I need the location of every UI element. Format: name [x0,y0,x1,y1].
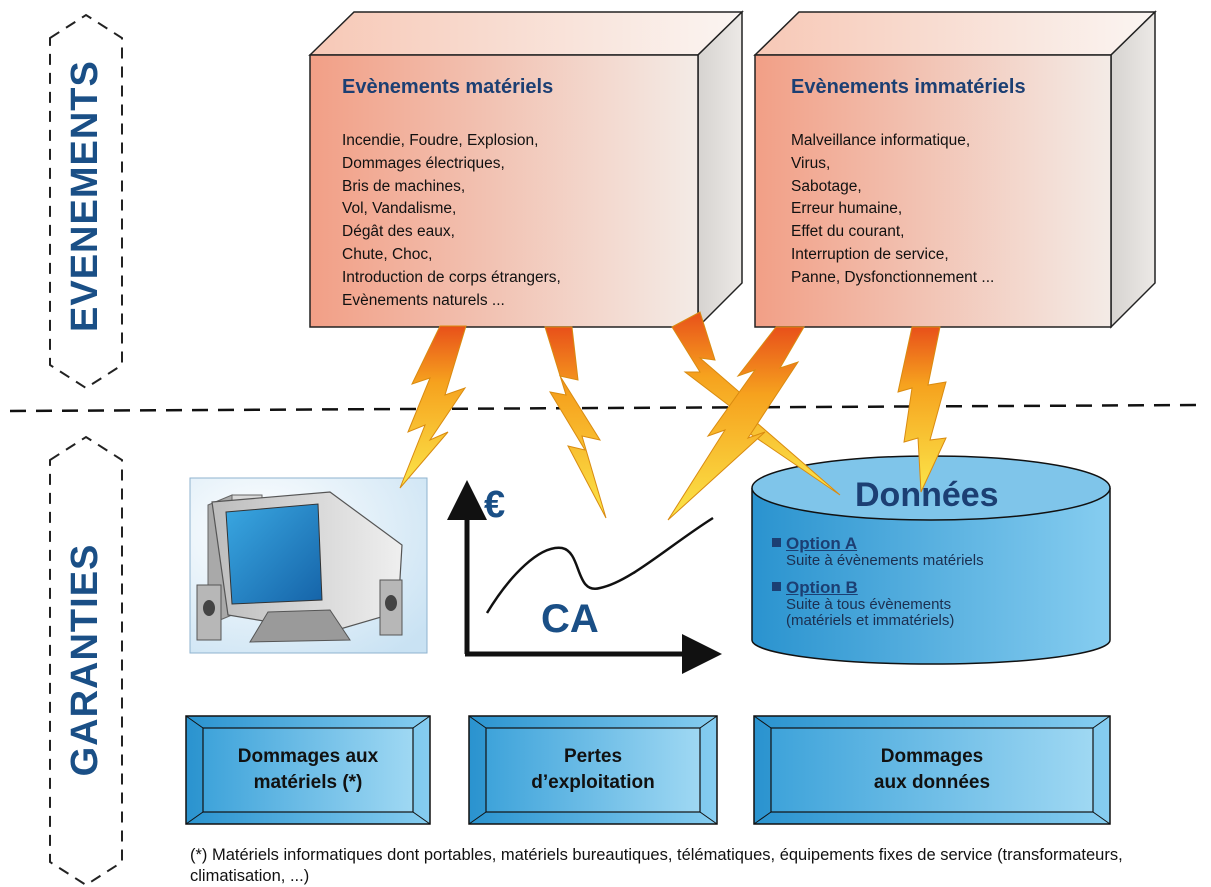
evenements-label: EVENEMENTS [64,60,106,332]
guarantee-data-damage: Dommages aux données [771,728,1093,812]
material-event-item: Bris de machines, [342,177,466,195]
lightning-bolts [399,311,947,521]
material-event-item: Dégât des eaux, [342,223,455,241]
material-event-item: Vol, Vandalisme, [342,200,457,218]
immaterial-event-item: Interruption de service, [791,245,949,263]
ca-label: CA [541,597,599,641]
immaterial-event-item: Panne, Dysfonctionnement ... [791,268,995,286]
guarantee-operating-losses: Pertes d’exploitation [486,728,700,812]
material-event-item: Evènements naturels ... [342,291,505,309]
evenements-frame [49,13,123,390]
separator-line [9,403,1206,413]
option-a: Option A Suite à évènements matériels [772,534,1092,569]
immaterial-event-item: Erreur humaine, [791,200,903,218]
revenue-chart [447,480,722,674]
bolt-1 [399,325,467,489]
revenue-curve [485,516,714,614]
guarantee-box-shapes [185,715,1111,825]
material-events-box [308,10,744,329]
garanties-frame [49,435,123,886]
immaterial-event-item: Malveillance informatique, [791,132,971,149]
bolt-5 [897,326,947,493]
option-a-label: Option A [786,534,858,553]
material-events-title: Evènements matériels [342,76,554,98]
guarantee-material-damage: Dommages aux matériels (*) [203,728,413,812]
bolt-2 [544,326,607,519]
option-b-label: Option B [786,578,858,597]
immaterial-event-item: Virus, [791,154,831,172]
immaterial-events-list: Malveillance informatique, Virus, Sabota… [791,130,994,290]
footnote: (*) Matériels informatiques dont portabl… [190,846,1123,885]
computer-illustration [189,477,428,654]
guarantee-label: Pertes d’exploitation [531,746,655,793]
euro-label: € [484,484,506,526]
bolt-3 [671,311,841,496]
guarantee-label: Dommages aux matériels (*) [237,746,379,793]
material-event-item: Chute, Choc, [342,245,433,263]
bullet-icon [772,582,781,591]
data-cylinder [751,455,1111,665]
material-events-list: Incendie, Foudre, Explosion, Dommages él… [342,130,561,312]
material-event-item: Introduction de corps étrangers, [342,268,561,286]
immaterial-event-item: Sabotage, [791,177,862,195]
option-b-description: Suite à tous évènements (matériels et im… [786,596,955,629]
immaterial-events-title: Evènements immatériels [791,76,1026,98]
immaterial-event-item: Effet du courant, [791,223,905,241]
option-b: Option B Suite à tous évènements (matéri… [772,578,1092,629]
immaterial-events-box [753,10,1157,329]
option-a-description: Suite à évènements matériels [786,552,984,569]
material-event-item: Incendie, Foudre, Explosion, [342,132,539,149]
garanties-label: GARANTIES [64,543,106,777]
data-title: Données [855,476,999,514]
bullet-icon [772,538,781,547]
guarantee-label: Dommages aux données [873,746,991,793]
material-event-item: Dommages électriques, [342,154,505,172]
bolt-4 [667,326,805,521]
